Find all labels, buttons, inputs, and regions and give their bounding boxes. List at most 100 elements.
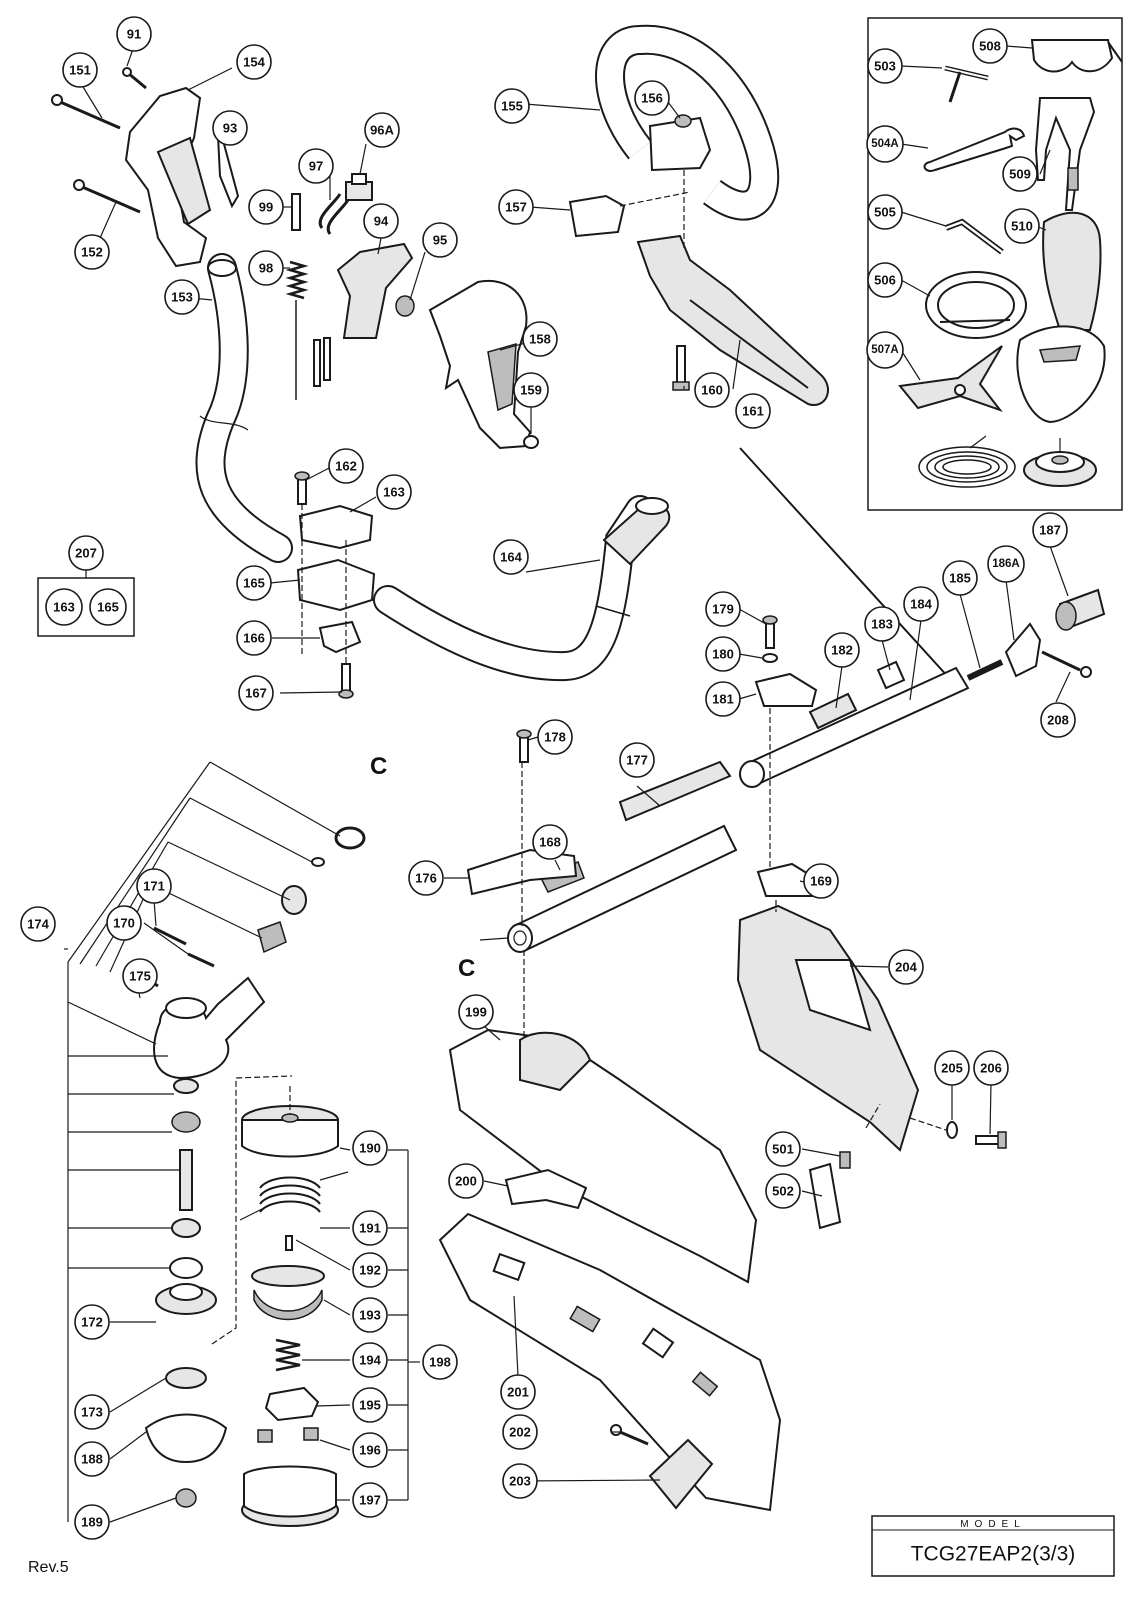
callout-99: 99	[259, 200, 273, 215]
callout-205: 205	[941, 1061, 963, 1076]
part-167-bolt-b	[516, 729, 532, 763]
callout-circle	[500, 1374, 536, 1410]
callout-circle	[136, 868, 172, 904]
callout-circle	[122, 958, 158, 994]
part-192-spring	[275, 1338, 301, 1372]
part-178-sleeve	[618, 760, 732, 822]
part-205-pin	[839, 1151, 851, 1169]
callout-circle	[532, 824, 568, 860]
part-187-cushion	[1055, 588, 1106, 631]
callout-157: 157	[505, 200, 527, 215]
part-153-handle-pipe	[195, 253, 293, 563]
part-164-handle-bar	[373, 495, 671, 682]
callout-circle	[352, 1130, 388, 1166]
callout-91: 91	[127, 27, 141, 42]
callout-188: 188	[81, 1452, 103, 1467]
part-gear-stack	[169, 1078, 203, 1279]
part-163-clamp-upper	[298, 504, 374, 550]
part-180-washer	[762, 653, 778, 663]
callout-circle	[448, 1163, 484, 1199]
part-193-knob	[264, 1386, 320, 1422]
callout-161: 161	[742, 404, 764, 419]
part-171-washer	[165, 1367, 207, 1389]
callout-circle	[735, 393, 771, 429]
callout-circle	[363, 203, 399, 239]
kit-207-contents: 163 165	[45, 588, 127, 626]
callout-circle	[458, 994, 494, 1030]
callout-circle	[116, 16, 152, 52]
callout-circle	[498, 189, 534, 225]
callout-circle	[705, 681, 741, 717]
part-179-screw	[762, 615, 778, 649]
callout-circle	[74, 1441, 110, 1477]
part-98-spring	[285, 260, 331, 400]
callout-203: 203	[509, 1474, 531, 1489]
callout-506: 506	[874, 273, 896, 288]
callout-182: 182	[831, 643, 853, 658]
section-marker-c-bottom: C	[458, 955, 475, 982]
part-199-guard-lower	[438, 1212, 782, 1512]
part-505-blade	[898, 345, 1003, 413]
part-188-cap	[241, 1105, 339, 1158]
callout-94: 94	[374, 214, 389, 229]
callout-circle	[352, 1342, 388, 1378]
callout-509: 509	[1009, 167, 1031, 182]
callout-174: 174	[27, 917, 49, 932]
callout-198: 198	[429, 1355, 451, 1370]
callout-154: 154	[243, 55, 265, 70]
callout-186A: 186A	[992, 558, 1020, 570]
callout-96A: 96A	[370, 123, 394, 138]
callout-206: 206	[980, 1061, 1002, 1076]
callout-circle	[987, 545, 1025, 583]
part-173-nut	[175, 1488, 197, 1508]
callout-202: 202	[509, 1425, 531, 1440]
callout-circle	[502, 1414, 538, 1450]
kit-content-163: 163	[53, 600, 75, 615]
callout-circle	[352, 1482, 388, 1518]
part-506-goggles	[1030, 39, 1123, 73]
callout-152: 152	[81, 245, 103, 260]
callout-circle	[1004, 208, 1040, 244]
part-508-shoulder-harness	[1016, 211, 1106, 424]
callout-circle	[867, 194, 903, 230]
callout-circle	[74, 234, 110, 270]
callout-circle	[522, 321, 558, 357]
part-175-bolt	[153, 926, 187, 946]
callout-circle	[376, 474, 412, 510]
callout-510: 510	[1011, 219, 1033, 234]
callout-167: 167	[245, 686, 267, 701]
callout-circle	[864, 606, 900, 642]
callout-170: 170	[113, 916, 135, 931]
part-gear-small-ring	[311, 857, 325, 867]
callout-177: 177	[626, 753, 648, 768]
callout-164: 164	[500, 550, 522, 565]
part-191-spool	[251, 1265, 325, 1321]
callout-508: 508	[979, 39, 1001, 54]
callout-circle	[74, 1304, 110, 1340]
callout-192: 192	[359, 1263, 381, 1278]
callout-circle	[903, 586, 939, 622]
callout-circle	[74, 1394, 110, 1430]
callout-200: 200	[455, 1174, 477, 1189]
part-208-screw	[1041, 650, 1092, 678]
callout-circle	[866, 125, 904, 163]
callout-circle	[888, 949, 924, 985]
callout-183: 183	[871, 617, 893, 632]
callout-circle	[352, 1432, 388, 1468]
part-201-cutter	[648, 1438, 714, 1510]
callout-165: 165	[243, 576, 265, 591]
callout-circle	[634, 80, 670, 116]
callout-circle	[867, 48, 903, 84]
model-box: MODEL TCG27EAP2(3/3)	[871, 1515, 1115, 1577]
callout-circle	[513, 372, 549, 408]
callout-circle	[942, 560, 978, 596]
callout-circle	[705, 636, 741, 672]
callout-180: 180	[712, 647, 734, 662]
part-95-collar	[395, 295, 415, 317]
callout-circle	[20, 906, 56, 942]
part-501-box-wrench	[944, 65, 989, 103]
part-182-sleeve	[808, 692, 858, 730]
callout-507A: 507A	[871, 344, 899, 356]
callout-circle	[867, 262, 903, 298]
part-194-eyelet	[257, 1427, 319, 1443]
